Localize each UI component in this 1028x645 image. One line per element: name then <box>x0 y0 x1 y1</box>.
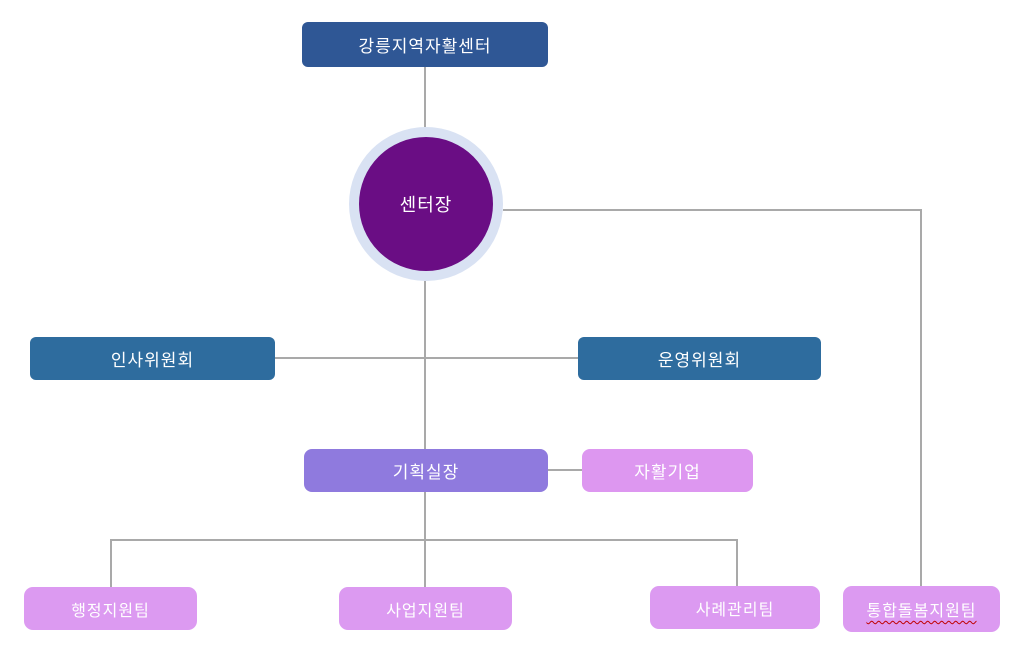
node-team-case-management[interactable]: 사례관리팀 <box>650 586 820 629</box>
node-planning-office[interactable]: 기획실장 <box>304 449 548 492</box>
node-director[interactable]: 센터장 <box>359 137 493 271</box>
node-team-business-support[interactable]: 사업지원팀 <box>339 587 512 630</box>
node-steering-committee[interactable]: 운영위원회 <box>578 337 821 380</box>
connector-planning-down <box>424 492 426 540</box>
node-personnel-committee-label: 인사위원회 <box>110 351 195 370</box>
node-self-support-enterprise-label: 자활기업 <box>634 463 701 482</box>
node-steering-committee-label: 운영위원회 <box>657 351 742 370</box>
connector-drop-team-1 <box>110 539 112 587</box>
node-team-integrated-care-support[interactable]: 통합돌봄지원팀 <box>843 586 1000 632</box>
node-director-label: 센터장 <box>399 195 453 215</box>
node-personnel-committee[interactable]: 인사위원회 <box>30 337 275 380</box>
node-team-integrated-care-support-label: 통합돌봄지원팀 <box>866 603 977 620</box>
connector-drop-team-3 <box>736 539 738 586</box>
node-team-business-support-label: 사업지원팀 <box>386 602 465 620</box>
node-team-case-management-label: 사례관리팀 <box>695 601 775 619</box>
node-self-support-enterprise[interactable]: 자활기업 <box>582 449 753 492</box>
connector-director-to-planning <box>424 281 426 449</box>
connector-right-down-to-care-team <box>920 209 922 586</box>
connector-director-right <box>503 209 922 211</box>
node-team-admin-support-label: 행정지원팀 <box>71 602 150 620</box>
connector-planning-to-enterprise <box>548 469 582 471</box>
node-center-name[interactable]: 강릉지역자활센터 <box>302 22 548 67</box>
connector-drop-team-2 <box>424 539 426 587</box>
node-planning-office-label: 기획실장 <box>392 463 460 482</box>
node-team-admin-support[interactable]: 행정지원팀 <box>24 587 197 630</box>
connector-root-to-director <box>424 67 426 127</box>
node-center-name-label: 강릉지역자활센터 <box>358 37 492 56</box>
connector-committees <box>275 357 578 359</box>
node-director-ring: 센터장 <box>349 127 503 281</box>
